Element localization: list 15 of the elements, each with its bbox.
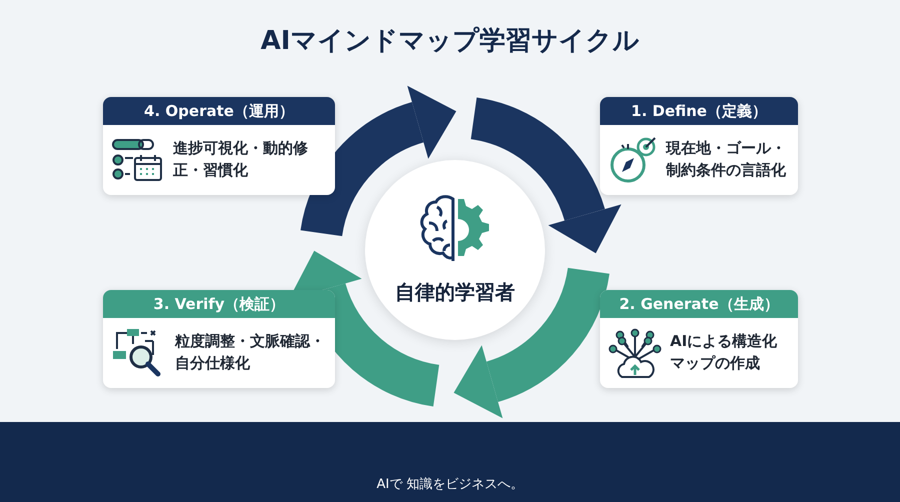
step-description: 進捗可視化・動的修正・習慣化 xyxy=(173,138,309,181)
card-header: 2. Generate（生成） xyxy=(600,290,798,318)
card-header: 1. Define（定義） xyxy=(600,97,798,125)
step-card xyxy=(103,97,335,195)
card-header: 3. Verify（検証） xyxy=(103,290,335,318)
step-card xyxy=(600,97,798,195)
step-description: 現在地・ゴール・制約条件の言語化 xyxy=(666,138,787,181)
diagram-title: AIマインドマップ学習サイクル xyxy=(260,25,640,58)
step-description: 粒度調整・文脈確認・自分仕様化 xyxy=(175,331,326,374)
center-label: 自律的学習者 xyxy=(395,279,515,306)
step-card xyxy=(600,290,798,388)
step-card xyxy=(103,290,335,388)
card-header: 4. Operate（運用） xyxy=(103,97,335,125)
step-description: AIによる構造化マップの作成 xyxy=(670,331,778,374)
tagline: AIで 知識をビジネスへ。 xyxy=(376,476,524,494)
